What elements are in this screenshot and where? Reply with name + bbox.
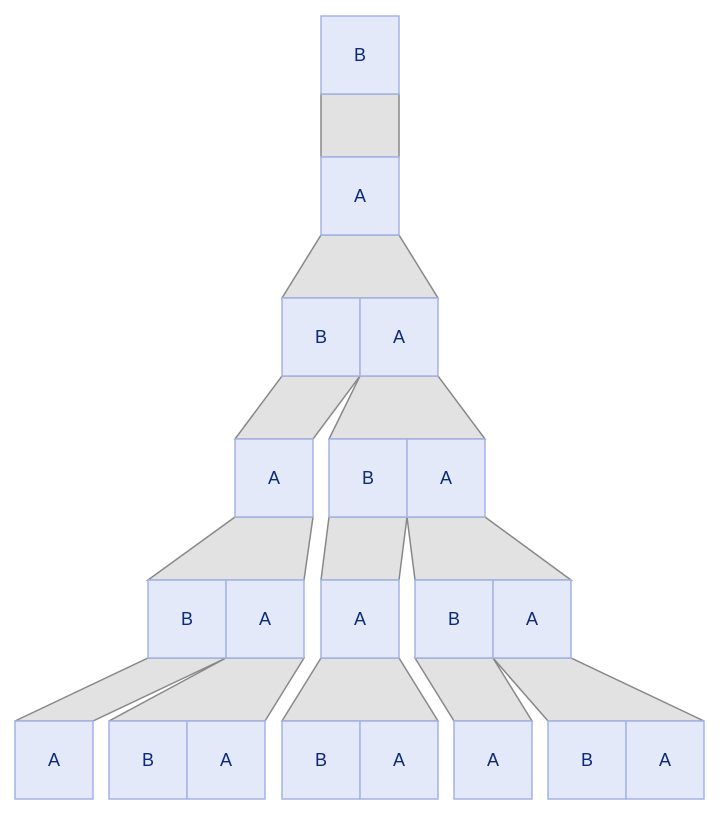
symbol-label: A [220,750,232,770]
symbol-box-a: A [492,579,572,659]
symbol-box-rect [320,156,400,236]
symbol-box-b: B [328,438,408,518]
symbol-label: A [440,468,452,488]
symbol-box-rect [225,579,305,659]
symbol-box-b: B [281,297,361,377]
symbol-box-rect [186,720,266,800]
symbol-box-a: A [625,720,705,800]
symbol-box-rect [320,15,400,95]
symbol-box-a: A [225,579,305,659]
symbol-box-a: A [320,579,400,659]
rewrite-connector [320,93,400,158]
rewrite-connector [280,657,440,722]
symbol-box-a: A [406,438,486,518]
symbol-boxes: B A B A A B A B A A B A A B A B A A B A [14,15,705,800]
symbol-label: B [362,468,374,488]
symbol-box-rect [492,579,572,659]
symbol-label: A [487,750,499,770]
symbol-box-rect [453,720,533,800]
symbol-box-a: A [186,720,266,800]
symbol-box-a: A [453,720,533,800]
symbol-label: B [315,750,327,770]
rewrite-connector [145,516,314,581]
symbol-label: B [354,45,366,65]
symbol-box-a: A [359,297,439,377]
symbol-label: A [268,468,280,488]
symbol-box-rect [406,438,486,518]
symbol-label: A [48,750,60,770]
symbol-box-rect [625,720,705,800]
symbol-box-b: B [108,720,188,800]
symbol-box-rect [147,579,227,659]
symbol-box-rect [328,438,408,518]
symbol-box-rect [281,720,361,800]
symbol-box-a: A [359,720,439,800]
symbol-box-rect [320,579,400,659]
rewrite-connector [280,234,440,299]
symbol-box-b: B [147,579,227,659]
symbol-box-b: B [414,579,494,659]
symbol-box-a: A [234,438,314,518]
connectors [14,93,705,722]
rewrite-connector [320,516,408,581]
symbol-label: B [315,327,327,347]
symbol-label: B [448,609,460,629]
symbol-label: A [659,750,671,770]
symbol-label: A [354,609,366,629]
symbol-box-rect [14,720,94,800]
symbol-label: B [581,750,593,770]
symbol-box-rect [359,720,439,800]
symbol-label: B [142,750,154,770]
symbol-box-b: B [547,720,627,800]
symbol-box-a: A [320,156,400,236]
symbol-box-a: A [14,720,94,800]
symbol-label: A [393,327,405,347]
symbol-label: A [259,609,271,629]
symbol-box-b: B [281,720,361,800]
symbol-label: B [181,609,193,629]
symbol-box-b: B [320,15,400,95]
symbol-label: A [526,609,538,629]
symbol-label: A [393,750,405,770]
symbol-box-rect [359,297,439,377]
symbol-box-rect [414,579,494,659]
symbol-box-rect [234,438,314,518]
symbol-label: A [354,186,366,206]
rewrite-connector [406,516,574,581]
